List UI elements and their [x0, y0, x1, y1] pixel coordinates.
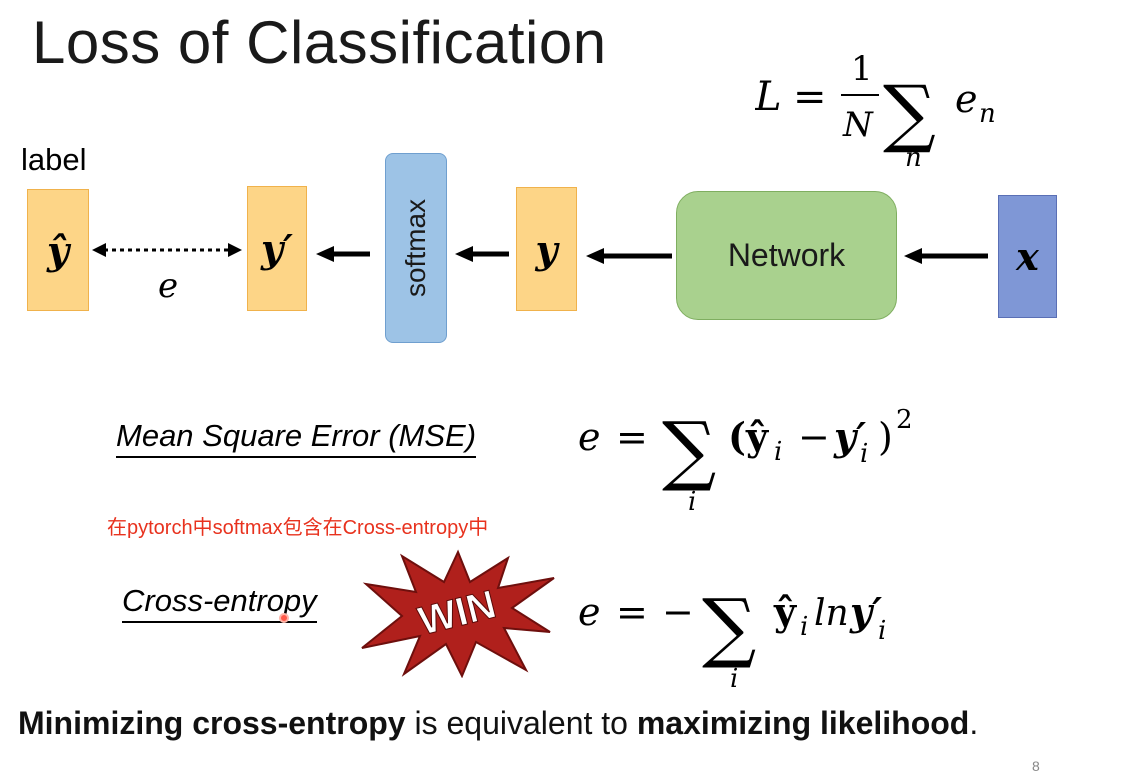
label-caption: label: [21, 142, 87, 177]
svg-text:=: =: [616, 590, 648, 634]
mse-sum-index: i: [688, 487, 696, 517]
y-symbol: y: [535, 226, 558, 272]
ce-yhat-sub: i: [800, 612, 808, 642]
mse-lhs: e: [578, 415, 601, 459]
pytorch-note: 在pytorch中softmax包含在Cross-entropy中: [107, 517, 489, 539]
error-label: e: [158, 266, 179, 306]
ce-yprime: y′: [849, 589, 882, 634]
loss-lhs: L: [755, 74, 782, 120]
cross-entropy-formula: e = − ∑ i ŷ i ln y′ i: [578, 582, 886, 693]
error-dotted-arrow: [92, 243, 242, 257]
loss-formula: L = 1 N ∑ n e n: [755, 49, 996, 170]
y-hat-box: ŷ: [27, 189, 89, 311]
sum-sign: ∑: [883, 70, 936, 156]
mse-label: Mean Square Error (MSE): [116, 418, 477, 458]
arrow-softmax-to-yprime: [316, 246, 370, 262]
summary-bold-2: maximizing likelihood: [636, 705, 970, 741]
mse-yprime-sub: i: [860, 439, 868, 469]
arrow-y-to-softmax: [455, 246, 509, 262]
slide-title: Loss of Classification: [32, 9, 607, 76]
softmax-box: softmax: [385, 153, 447, 343]
softmax-label: softmax: [400, 198, 431, 298]
ce-yprime-sub: i: [878, 616, 886, 646]
mse-close: ): [878, 415, 893, 459]
ce-yhat: ŷ: [773, 589, 797, 634]
loss-numerator: 1: [851, 49, 873, 89]
y-prime-symbol: y′: [260, 226, 294, 271]
summary-middle: is equivalent to: [405, 705, 637, 741]
loss-term: e: [955, 77, 978, 121]
loss-term-sub: n: [979, 99, 996, 129]
page-number: 8: [1032, 758, 1040, 774]
summary-sentence: Minimizing cross-entropy is equivalent t…: [18, 705, 978, 742]
mse-sum-sign: ∑: [662, 405, 716, 494]
win-badge: WIN: [361, 549, 555, 678]
ce-sum-index: i: [730, 664, 738, 693]
arrow-network-to-y: [586, 248, 672, 264]
arrow-x-to-network: [904, 248, 988, 264]
network-box: Network: [676, 191, 897, 320]
svg-text:=: =: [616, 415, 648, 459]
y-hat-symbol: ŷ: [46, 227, 70, 273]
loss-denominator: N: [842, 105, 874, 145]
summary-bold-1: Minimizing cross-entropy: [18, 705, 406, 741]
ce-lhs: e: [578, 590, 601, 634]
mse-yprime: y′: [833, 414, 866, 459]
y-prime-box: y′: [247, 186, 307, 311]
summary-period: .: [969, 705, 979, 741]
win-starburst-shape: [361, 549, 555, 678]
y-box: y: [516, 187, 577, 311]
mse-power: 2: [896, 405, 913, 435]
loss-sum-index: n: [905, 143, 922, 170]
cursor-dot: [279, 613, 289, 623]
ce-sum-sign: ∑: [702, 582, 756, 671]
mse-minus: −: [798, 415, 830, 459]
mse-body: (ŷ: [728, 414, 769, 459]
mse-body-sub: i: [774, 437, 782, 467]
cross-entropy-label: Cross-entropy: [122, 583, 317, 623]
loss-eq: =: [793, 74, 827, 120]
x-symbol: x: [1016, 234, 1039, 279]
ce-neg: −: [662, 590, 694, 634]
network-label: Network: [727, 237, 846, 273]
ce-ln: ln: [814, 593, 849, 634]
x-box: x: [998, 195, 1057, 318]
mse-formula: e = ∑ i (ŷ i − y′ i ) 2: [578, 405, 913, 517]
